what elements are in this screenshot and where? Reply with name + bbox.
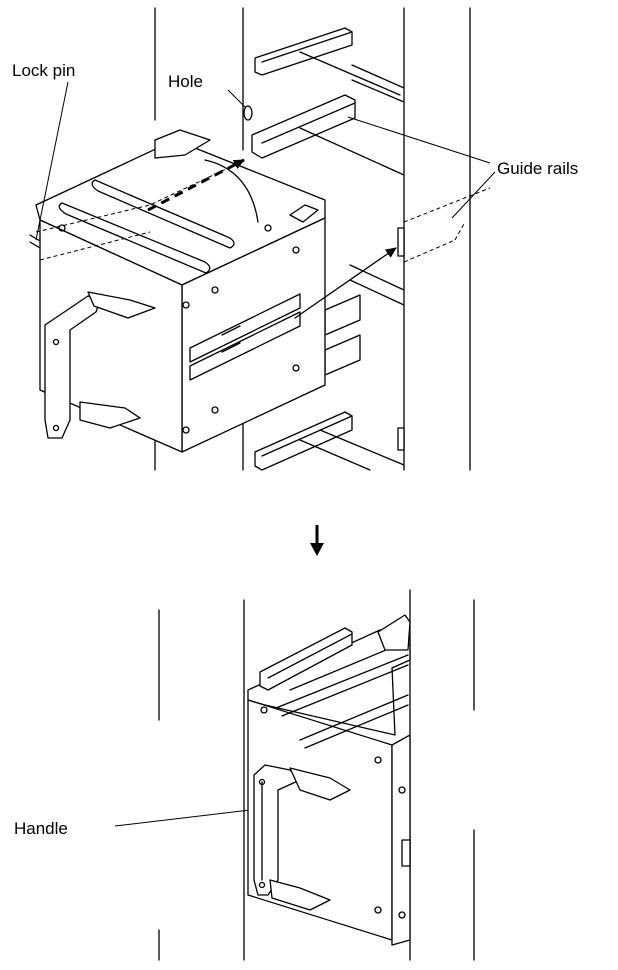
hole-label: Hole [168,72,203,91]
top-view-rack [154,7,471,471]
hole-marker [243,105,253,121]
insertion-guides [35,158,491,319]
lock-pin-label: Lock pin [12,61,76,80]
handle-label: Handle [14,819,68,838]
leader-lines [35,81,496,827]
bottom-view-unit [247,614,411,946]
guide-rails-label: Guide rails [497,159,579,178]
top-view-unit [29,129,326,453]
